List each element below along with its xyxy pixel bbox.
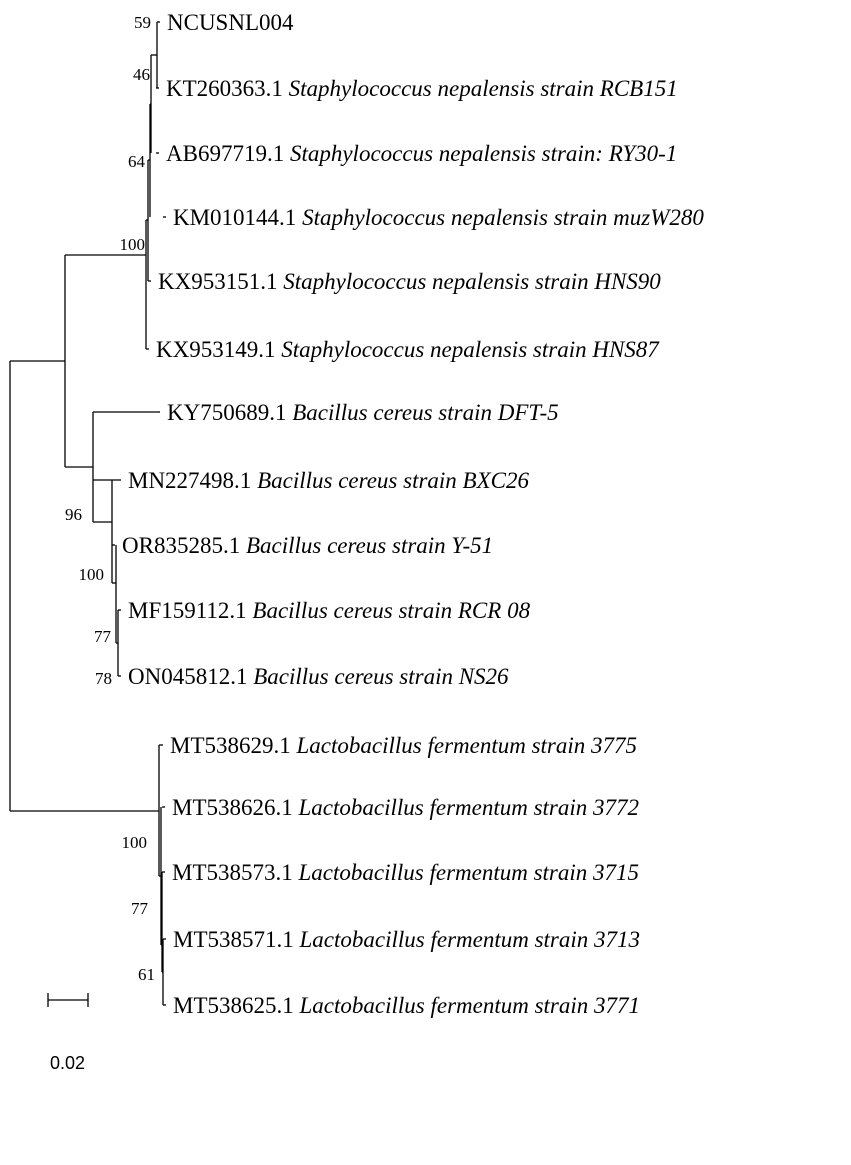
taxon-species: Bacillus cereus strain DFT-5 <box>286 400 558 425</box>
taxon-species: Staphylococcus nepalensis strain HNS87 <box>275 337 660 362</box>
taxon-accession: MT538626.1 <box>172 795 293 820</box>
taxon-species: Bacillus cereus strain Y-51 <box>240 533 493 558</box>
taxon-label: KM010144.1 Staphylococcus nepalensis str… <box>173 205 704 230</box>
taxon-accession: MT538629.1 <box>170 733 291 758</box>
bootstrap-value: 64 <box>128 152 146 171</box>
taxon-species: Staphylococcus nepalensis strain muzW280 <box>296 205 704 230</box>
bootstrap-labels: 59 46 64 100 96 100 77 78 100 77 61 <box>65 13 155 984</box>
taxon-accession: KM010144.1 <box>173 205 296 230</box>
bootstrap-value: 59 <box>134 13 151 32</box>
taxon-label: MT538571.1 Lactobacillus fermentum strai… <box>173 927 640 952</box>
taxon-species: Staphylococcus nepalensis strain HNS90 <box>277 269 661 294</box>
taxon-species: Lactobacillus fermentum strain 3715 <box>293 860 639 885</box>
taxon-label: KY750689.1 Bacillus cereus strain DFT-5 <box>167 400 559 425</box>
taxon-label: ON045812.1 Bacillus cereus strain NS26 <box>128 664 509 689</box>
scale-bar-label: 0.02 <box>50 1053 85 1073</box>
taxon-species: Lactobacillus fermentum strain 3772 <box>293 795 639 820</box>
taxon-species: Lactobacillus fermentum strain 3775 <box>291 733 637 758</box>
taxon-accession: KT260363.1 <box>166 76 283 101</box>
taxon-accession: MF159112.1 <box>128 598 247 623</box>
taxon-species: Bacillus cereus strain BXC26 <box>251 468 529 493</box>
taxon-accession: ON045812.1 <box>128 664 247 689</box>
scale-bar: 0.02 <box>47 993 89 1073</box>
bootstrap-value: 77 <box>94 627 112 646</box>
taxon-species: Bacillus cereus strain NS26 <box>247 664 509 689</box>
taxon-label: MT538573.1 Lactobacillus fermentum strai… <box>172 860 639 885</box>
taxon-label: OR835285.1 Bacillus cereus strain Y-51 <box>122 533 493 558</box>
taxon-label: KX953149.1 Staphylococcus nepalensis str… <box>156 337 660 362</box>
taxon-label: AB697719.1 Staphylococcus nepalensis str… <box>166 141 677 166</box>
taxon-species: Lactobacillus fermentum strain 3713 <box>294 927 640 952</box>
bootstrap-value: 100 <box>120 235 146 254</box>
taxon-label: MT538625.1 Lactobacillus fermentum strai… <box>173 993 640 1018</box>
taxon-label: NCUSNL004 <box>167 10 294 35</box>
taxon-accession: NCUSNL004 <box>167 10 294 35</box>
taxon-label: MT538629.1 Lactobacillus fermentum strai… <box>170 733 637 758</box>
taxon-species: Lactobacillus fermentum strain 3771 <box>294 993 640 1018</box>
taxon-species: Bacillus cereus strain RCR 08 <box>247 598 531 623</box>
taxon-label: KT260363.1 Staphylococcus nepalensis str… <box>166 76 678 101</box>
bootstrap-value: 100 <box>79 565 105 584</box>
taxon-accession: AB697719.1 <box>166 141 284 166</box>
taxon-accession: MT538573.1 <box>172 860 293 885</box>
taxon-accession: OR835285.1 <box>122 533 240 558</box>
bootstrap-value: 46 <box>133 65 150 84</box>
bootstrap-value: 78 <box>95 669 112 688</box>
bootstrap-value: 61 <box>138 965 155 984</box>
taxon-accession: MN227498.1 <box>128 468 251 493</box>
bootstrap-value: 100 <box>122 833 148 852</box>
taxon-label: MN227498.1 Bacillus cereus strain BXC26 <box>128 468 529 493</box>
taxon-label: MF159112.1 Bacillus cereus strain RCR 08 <box>128 598 531 623</box>
taxon-label: MT538626.1 Lactobacillus fermentum strai… <box>172 795 639 820</box>
taxon-label: KX953151.1 Staphylococcus nepalensis str… <box>158 269 661 294</box>
taxon-accession: MT538625.1 <box>173 993 294 1018</box>
bootstrap-value: 77 <box>131 899 149 918</box>
taxon-accession: MT538571.1 <box>173 927 294 952</box>
taxon-species: Staphylococcus nepalensis strain: RY30-1 <box>284 141 677 166</box>
taxon-species: Staphylococcus nepalensis strain RCB151 <box>283 76 678 101</box>
bootstrap-value: 96 <box>65 505 82 524</box>
taxon-accession: KY750689.1 <box>167 400 286 425</box>
taxon-accession: KX953151.1 <box>158 269 277 294</box>
taxon-accession: KX953149.1 <box>156 337 275 362</box>
tree-branches <box>9 21 166 1006</box>
